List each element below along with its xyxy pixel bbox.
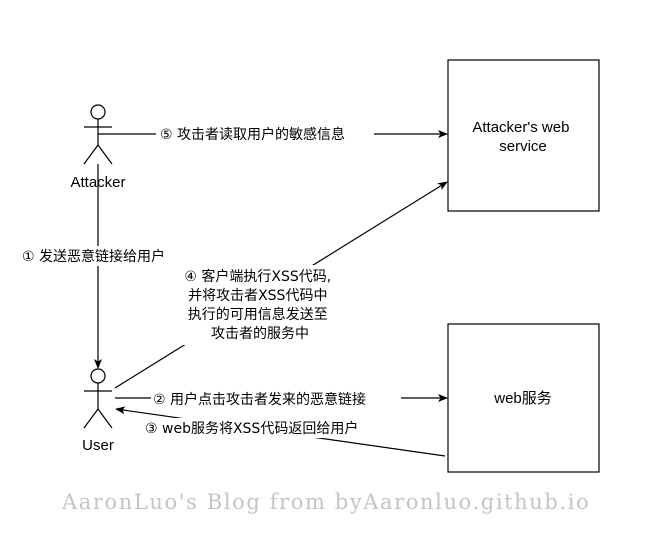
attacker-service-box bbox=[447, 59, 600, 212]
user-actor bbox=[83, 368, 113, 429]
edge-step4-label-bg bbox=[170, 265, 348, 345]
edge-step3-label-bg bbox=[142, 418, 388, 438]
attacker-service-label: Attacker's web service bbox=[472, 119, 573, 155]
edge-step1-label-bg bbox=[18, 246, 188, 266]
attacker-service-label-line-2: service bbox=[499, 138, 547, 155]
attacker-actor bbox=[83, 104, 113, 165]
edge-step2-label: ② 用户点击攻击者发来的恶意链接 bbox=[153, 391, 366, 408]
edge-step3-label: ③ web服务将XSS代码返回给用户 bbox=[145, 420, 358, 437]
edge-step4-label-line-3: 执行的可用信息发送至 bbox=[188, 306, 328, 323]
edge-step2-label-bg bbox=[151, 389, 401, 409]
edge-step4-label: ④ 客户端执行XSS代码, 并将攻击者XSS代码中 执行的可用信息发送至 攻击者… bbox=[184, 268, 335, 342]
edge-step1-label: ① 发送恶意链接给用户 bbox=[22, 248, 165, 265]
web-service-box bbox=[447, 323, 600, 473]
attacker-service-label-line-1: Attacker's web bbox=[472, 119, 569, 136]
web-service-label: web服务 bbox=[493, 390, 552, 407]
watermark-text: AaronLuo's Blog from byAaronluo.github.i… bbox=[61, 490, 590, 514]
edge-step4-label-line-1: ④ 客户端执行XSS代码, bbox=[184, 268, 331, 285]
edge-step5-label: ⑤ 攻击者读取用户的敏感信息 bbox=[160, 126, 345, 143]
edge-step4-label-line-4: 攻击者的服务中 bbox=[211, 326, 309, 342]
edge-step4-label-line-2: 并将攻击者XSS代码中 bbox=[188, 288, 327, 304]
edge-step5-label-bg bbox=[156, 124, 374, 144]
user-actor-label: User bbox=[82, 437, 114, 454]
